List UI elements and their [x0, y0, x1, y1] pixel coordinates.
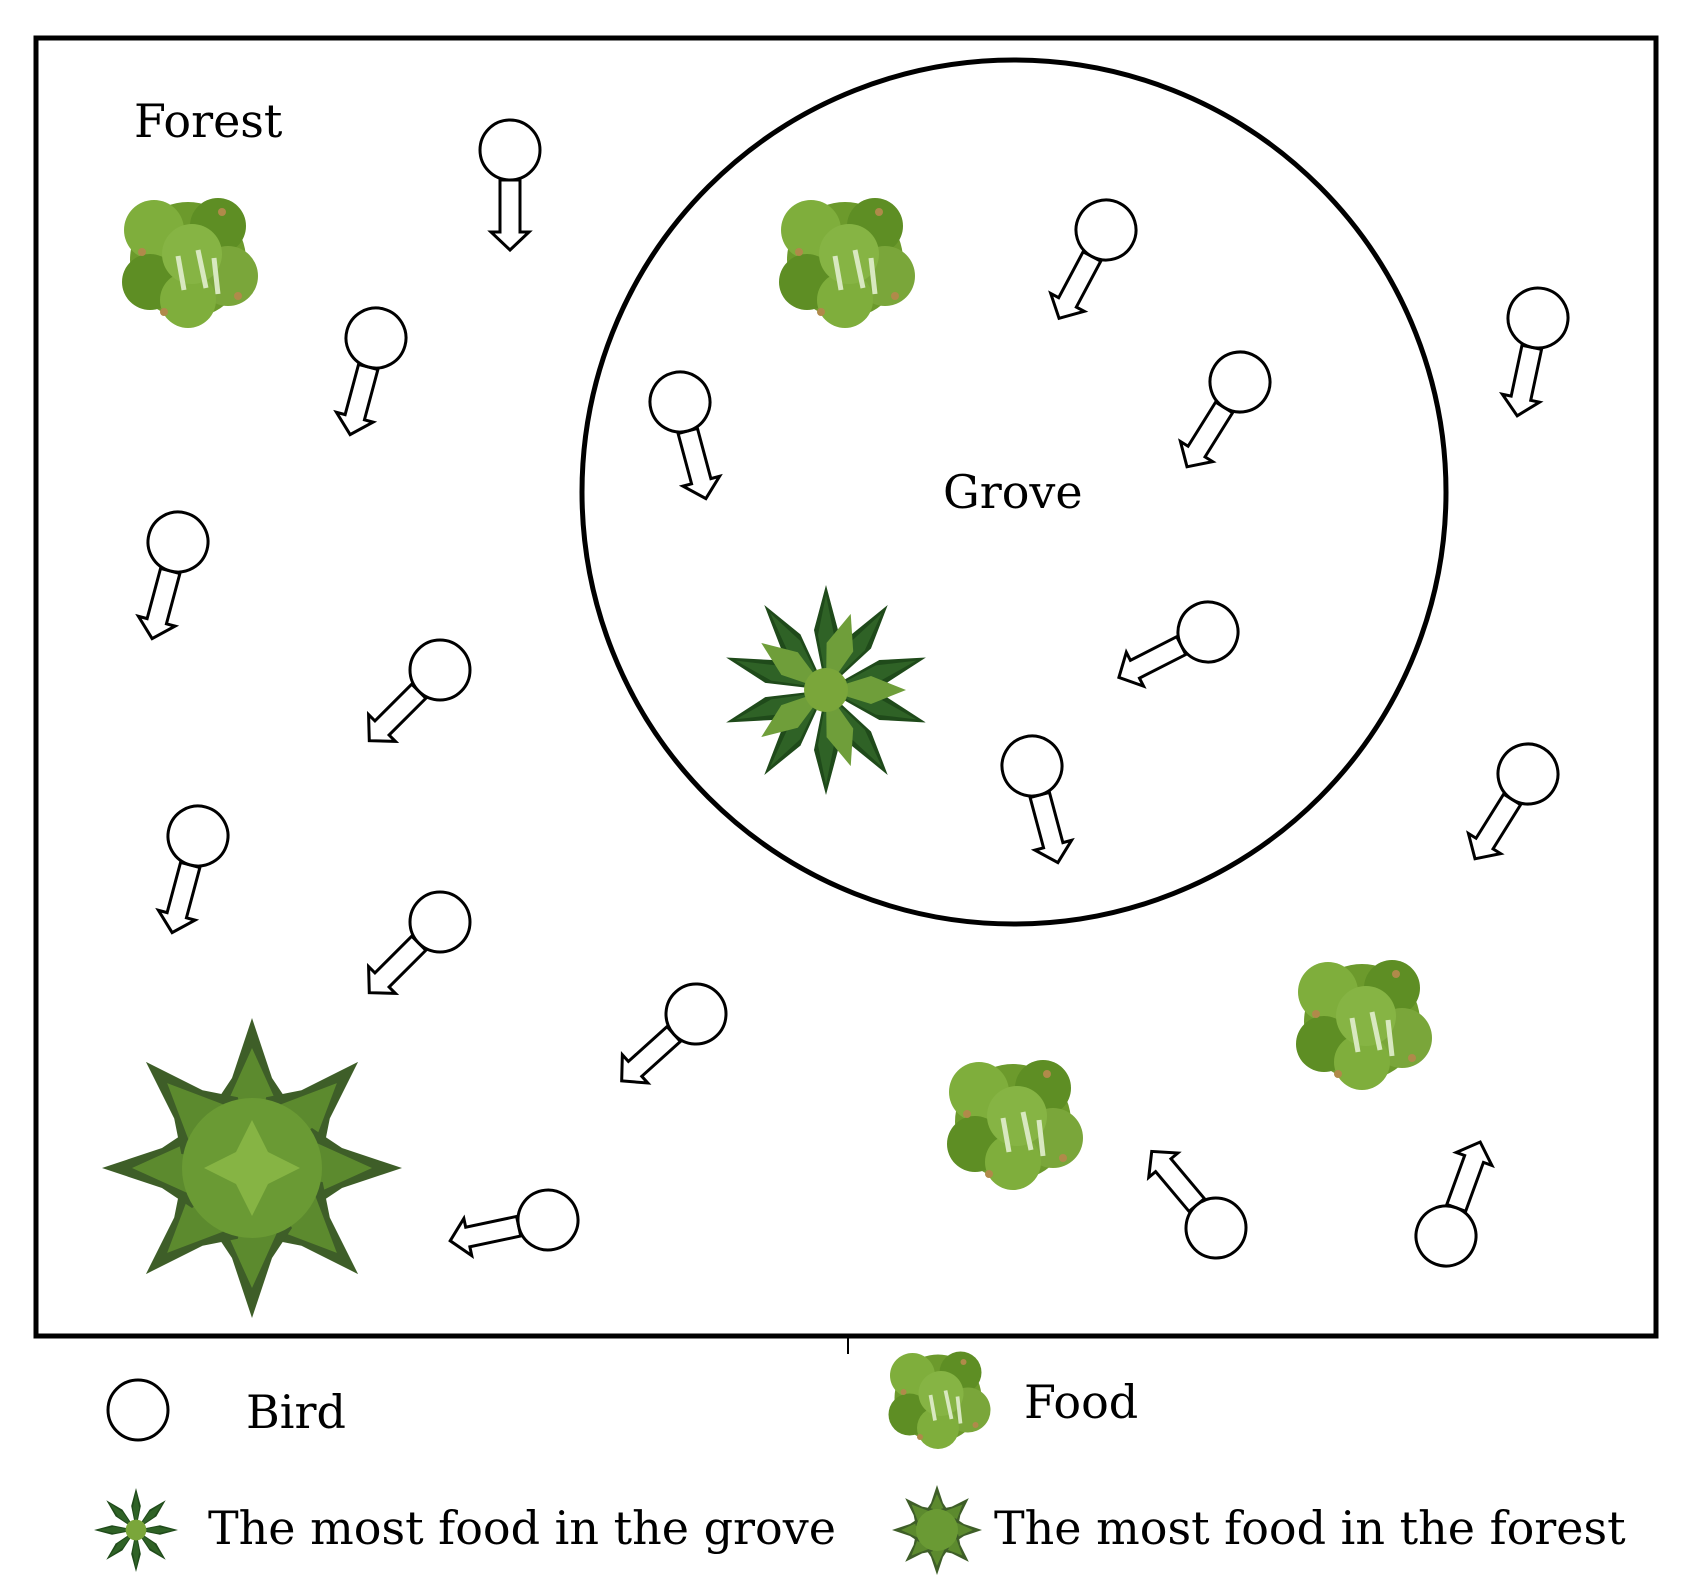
bird-icon — [648, 370, 723, 501]
bird-icon — [1466, 742, 1560, 861]
food-legend-icon — [886, 1349, 993, 1451]
palm-tree-legend-icon — [94, 1488, 178, 1572]
bird-circle — [1184, 1196, 1248, 1260]
bird-circle — [408, 890, 472, 954]
bird-circle — [664, 982, 728, 1046]
bird-circle — [516, 1188, 580, 1252]
bird-direction-arrow — [366, 682, 428, 744]
bird-circle — [166, 804, 230, 868]
legend: Bird Food The most food in the grove — [94, 1349, 1626, 1575]
star-bush-legend-icon — [892, 1485, 982, 1575]
bird-circle — [1000, 734, 1064, 798]
bird-direction-arrow — [1146, 1149, 1207, 1214]
bird-direction-arrow — [1498, 343, 1544, 418]
bird-legend-icon — [106, 1378, 170, 1442]
bird-direction-arrow — [1444, 1140, 1495, 1214]
bird-direction-arrow — [448, 1214, 523, 1260]
star-bush-icon — [102, 1018, 402, 1318]
bird-circle — [344, 306, 408, 370]
bird-direction-arrow — [1028, 790, 1075, 865]
bird-icon — [448, 1188, 580, 1260]
bird-icon — [1498, 286, 1570, 418]
bird-icon — [1414, 1140, 1495, 1268]
bird-direction-arrow — [487, 178, 533, 253]
bird-icon — [366, 890, 472, 996]
forest-boundary — [33, 35, 1659, 1339]
bird-direction-arrow — [1466, 792, 1523, 861]
food-bush-icon — [1296, 960, 1432, 1090]
bird-direction-arrow — [366, 934, 428, 996]
bird-circle — [1414, 1204, 1478, 1268]
bird-circle — [478, 118, 542, 182]
grove-label: Grove — [943, 465, 1083, 519]
bird-direction-arrow — [620, 1024, 683, 1085]
bird-circle — [1074, 198, 1138, 262]
bird-circle — [1208, 350, 1272, 414]
bird-circle — [408, 638, 472, 702]
bird-icon — [1146, 1149, 1248, 1260]
legend-most-food-forest-label: The most food in the forest — [994, 1501, 1626, 1555]
bird-circle — [648, 370, 712, 434]
bird-icon — [1048, 198, 1138, 321]
legend-most-food-grove-label: The most food in the grove — [208, 1501, 836, 1555]
food-bush-icon — [947, 1060, 1083, 1190]
bird-icon — [155, 804, 230, 935]
bird-direction-arrow — [1178, 400, 1235, 469]
bird-icon — [135, 510, 210, 641]
bird-circle — [1496, 742, 1560, 806]
bird-icon — [333, 306, 408, 437]
legend-food-label: Food — [1024, 1375, 1138, 1429]
bird-icon — [478, 118, 542, 253]
birds-layer — [135, 118, 1570, 1268]
food-bush-icon — [779, 198, 915, 328]
bird-icon — [1117, 600, 1240, 689]
bird-icon — [1178, 350, 1272, 469]
palm-tree-icon — [722, 585, 930, 795]
bird-circle — [1176, 600, 1240, 664]
bird-circle — [146, 510, 210, 574]
bird-icon — [1000, 734, 1075, 865]
bird-direction-arrow — [1048, 249, 1103, 321]
bird-direction-arrow — [333, 362, 380, 437]
bird-circle — [1506, 286, 1570, 350]
legend-bird-label: Bird — [246, 1385, 346, 1439]
bird-direction-arrow — [135, 566, 182, 641]
grove-boundary — [579, 57, 1449, 927]
bird-direction-arrow — [155, 860, 202, 935]
forest-label: Forest — [134, 94, 283, 148]
bird-icon — [620, 982, 728, 1085]
bird-direction-arrow — [1117, 634, 1188, 689]
food-bush-icon — [122, 198, 258, 328]
bird-icon — [366, 638, 472, 744]
bird-direction-arrow — [676, 426, 723, 501]
